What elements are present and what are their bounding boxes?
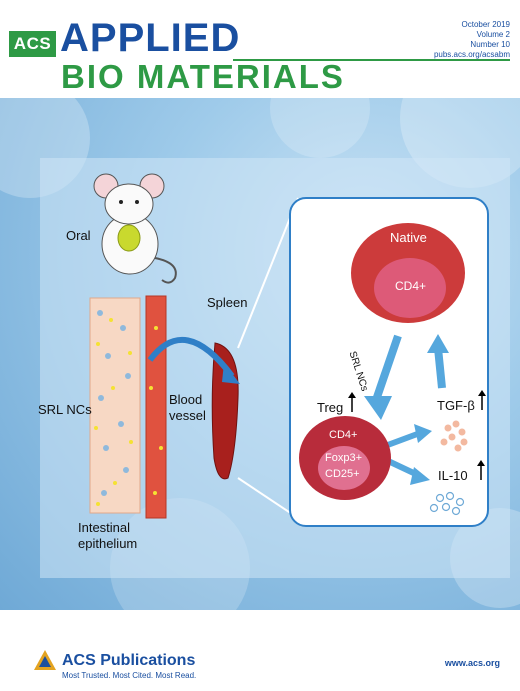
issue-volume: Volume 2 (476, 30, 510, 39)
journal-title-applied: APPLIED (60, 16, 241, 60)
acs-publications-logo-icon (34, 650, 56, 670)
label-spleen: Spleen (207, 295, 248, 310)
issue-number: Number 10 (470, 40, 510, 49)
label-blood: Blood (169, 392, 203, 407)
label-foxp3: Foxp3+ (325, 452, 362, 464)
label-treg-cd4: CD4+ (329, 429, 358, 441)
label-intestinal: Intestinal (78, 520, 131, 535)
issue-info: October 2019 Volume 2 Number 10 pubs.acs… (434, 20, 510, 60)
label-epithelium: epithelium (78, 536, 138, 551)
journal-header: ACS APPLIED BIO MATERIALS October 2019 V… (0, 0, 520, 98)
label-srl-ncs: SRL NCs (38, 402, 92, 417)
label-vessel: vessel (169, 408, 206, 423)
journal-title-bio-materials: BIO MATERIALS (61, 58, 345, 95)
issue-month: October 2019 (461, 20, 510, 29)
label-treg: Treg (317, 400, 344, 415)
cover-illustration (0, 98, 520, 610)
publisher-name: ACS Publications (62, 652, 196, 669)
epithelium-illustration (89, 295, 167, 519)
mouse-illustration (93, 173, 177, 284)
label-oral: Oral (66, 228, 91, 243)
label-tgf-beta: TGF-β (437, 398, 475, 413)
footer (0, 610, 520, 691)
label-native-cd4: CD4+ (395, 279, 427, 293)
label-cd25: CD25+ (325, 468, 360, 480)
journal-site: pubs.acs.org/acsabm (433, 50, 510, 59)
label-il-10: IL-10 (438, 468, 468, 483)
publisher-tagline: Most Trusted. Most Cited. Most Read. (62, 671, 197, 680)
acs-logo: ACS (9, 31, 56, 57)
acs-url-link[interactable]: www.acs.org (444, 658, 500, 668)
cover-art: Oral SRL NCs Intestinal epithelium Blood… (0, 98, 520, 610)
label-native: Native (390, 230, 427, 245)
title-divider (233, 59, 510, 61)
